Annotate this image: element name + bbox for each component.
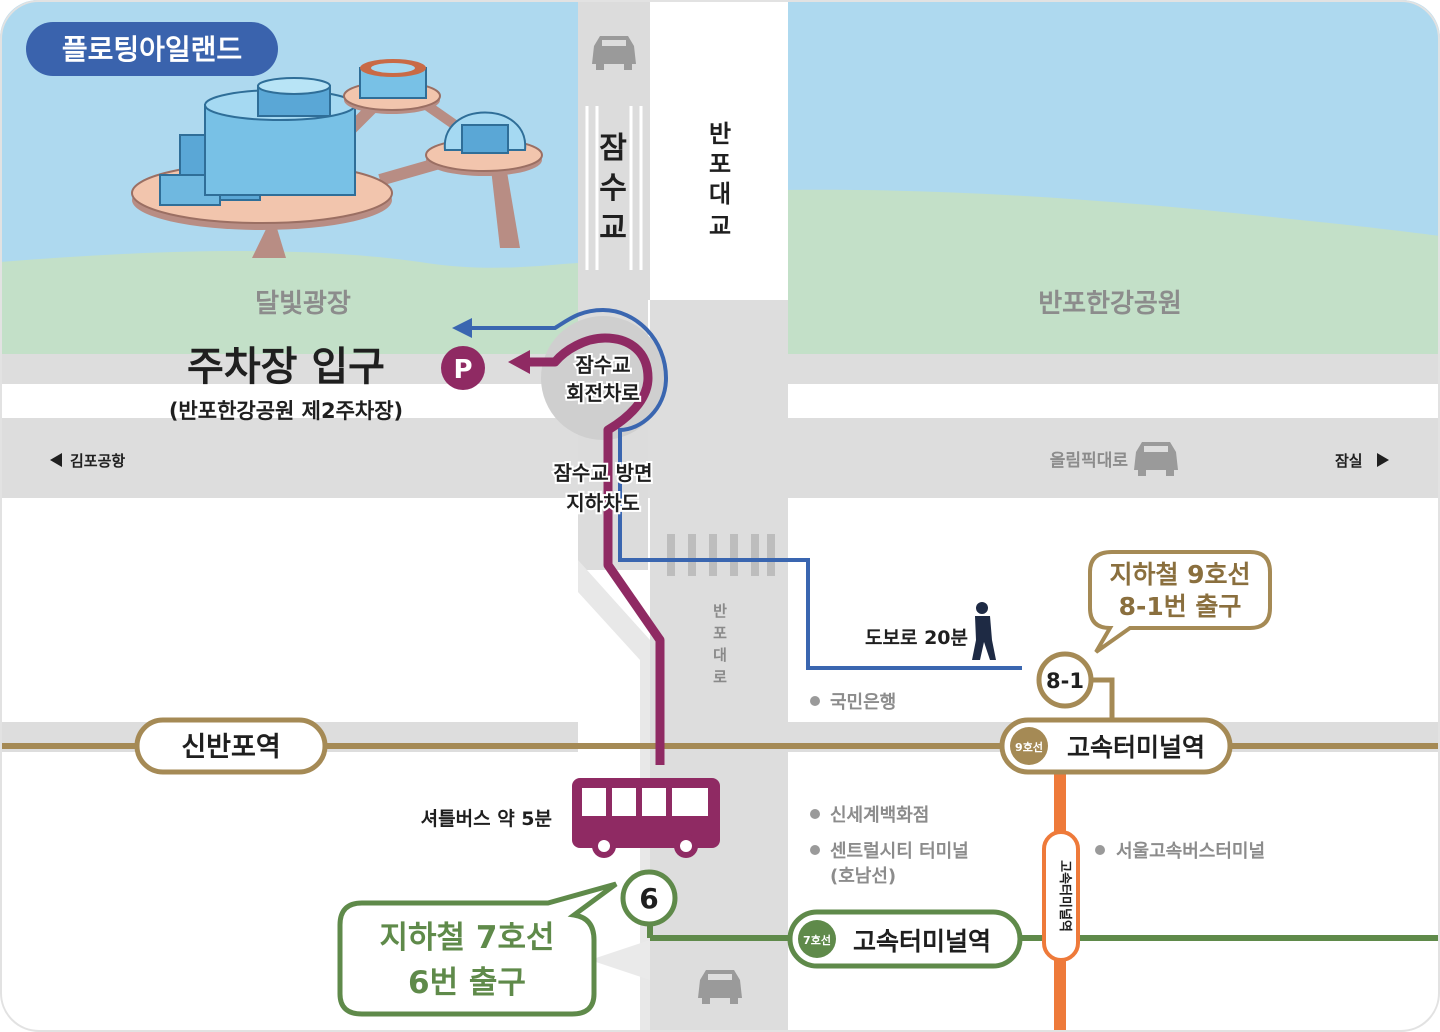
- banpo-bridge-char-3: 대: [709, 180, 731, 208]
- line9-badge: [1010, 727, 1048, 765]
- pedestrian-icon: [972, 602, 996, 660]
- landmark-express-bus: 서울고속버스터미널: [1116, 841, 1265, 862]
- line7-badge: [798, 920, 836, 958]
- underpass-label-line1: 잠수교 방면: [554, 461, 653, 485]
- landmark-dot: [1095, 845, 1105, 855]
- landmark-dot: [810, 696, 820, 706]
- landmark-dot: [810, 845, 820, 855]
- banpo-bridge-char-2: 포: [709, 150, 731, 178]
- crosswalk-stripes: [585, 106, 643, 270]
- crosswalk: [667, 534, 775, 576]
- landmark-dot: [810, 809, 820, 819]
- exit-8-1-label: 8-1: [1046, 669, 1084, 693]
- map-title: 플로팅아일랜드: [62, 33, 242, 66]
- terminal-station-line7[interactable]: [787, 909, 1023, 969]
- exit-6-callout-line2: 6번 출구: [408, 965, 526, 1001]
- parking-icon-letter: P: [453, 355, 472, 385]
- shuttle-bus-icon: [572, 778, 720, 858]
- banpo-road-char-1: 반: [713, 602, 727, 620]
- car-icon-top: [592, 36, 636, 70]
- terminal-station-line9[interactable]: [999, 717, 1233, 775]
- jamsu-char-3: 교: [599, 211, 627, 246]
- sinbanpo-station[interactable]: [134, 717, 328, 775]
- landmark-kb: 국민은행: [830, 692, 896, 713]
- parking-icon: [441, 346, 485, 390]
- sinbanpo-station-label: 신반포역: [181, 732, 280, 763]
- parking-entrance-subtitle: (반포한강공원 제2주차장): [169, 399, 403, 423]
- exit-6-callout: [337, 881, 618, 1017]
- exit-8-1-marker[interactable]: [1036, 651, 1094, 709]
- terminal-line7-label: 고속터미널역: [853, 927, 991, 956]
- landmark-central-city-sub: (호남선): [830, 866, 896, 887]
- banpo-bridge-road: [650, 0, 788, 300]
- banpo-road-char-2: 포: [713, 624, 727, 642]
- moonlight-plaza-label: 달빛광장: [255, 289, 351, 319]
- exit-6-marker[interactable]: [620, 869, 678, 927]
- title-badge: [26, 22, 278, 76]
- car-icon-bottom: [698, 970, 742, 1004]
- exit-6-label: 6: [639, 882, 658, 915]
- shuttle-route: [528, 333, 665, 765]
- car-icon-olympic: [1134, 442, 1178, 476]
- banpo-bridge-char-4: 교: [709, 212, 731, 240]
- line7-badge-label: 7호선: [803, 933, 831, 947]
- exit-8-1-callout-line1: 지하철 9호선: [1109, 560, 1250, 589]
- banpo-park-grass: [785, 189, 1440, 356]
- line9-badge-label: 9호선: [1015, 740, 1043, 754]
- walk-time-label: 도보로 20분: [865, 627, 968, 649]
- shuttle-time-label: 셔틀버스 약 5분: [421, 808, 552, 830]
- moonlight-plaza-grass: [0, 251, 600, 356]
- parking-entrance-title: 주차장 입구: [187, 344, 385, 390]
- walk-route-arrow: [452, 318, 472, 338]
- underpass-label-line2: 지하차도: [566, 491, 640, 515]
- floating-island-illustration: [131, 59, 543, 258]
- walk-route: [470, 307, 1022, 670]
- terminal-station-line3[interactable]: [1042, 830, 1080, 962]
- terminal-line3-label: 고속터미널역: [1057, 860, 1073, 932]
- olympic-road-label: 올림픽대로: [1050, 451, 1129, 471]
- jamsil-label: 잠실: [1335, 452, 1363, 470]
- left-arrow-icon: [50, 453, 62, 467]
- landmark-shinsegae: 신세계백화점: [830, 805, 929, 826]
- jamsu-char-2: 수: [599, 171, 627, 206]
- exit-6-callout-line1: 지하철 7호선: [380, 920, 555, 956]
- exit-8-1-callout: [1088, 550, 1272, 654]
- rotary-label-line2: 회전차로: [566, 381, 640, 405]
- right-arrow-icon: [1377, 453, 1389, 467]
- shuttle-route-arrow: [508, 350, 530, 374]
- exit-8-1-callout-line2: 8-1번 출구: [1119, 592, 1242, 621]
- banpo-park-label: 반포한강공원: [1038, 289, 1182, 319]
- landmark-central-city: 센트럴시티 터미널: [830, 840, 969, 862]
- jamsu-char-1: 잠: [599, 131, 627, 166]
- banpo-daero: [650, 300, 788, 1032]
- banpo-bridge-char-1: 반: [709, 120, 731, 148]
- rotary-label-line1: 잠수교: [575, 353, 630, 377]
- banpo-road-char-3: 대: [713, 646, 727, 664]
- terminal-line9-label: 고속터미널역: [1067, 733, 1205, 762]
- gimpo-label: 김포공항: [70, 452, 125, 470]
- banpo-road-char-4: 로: [713, 668, 727, 686]
